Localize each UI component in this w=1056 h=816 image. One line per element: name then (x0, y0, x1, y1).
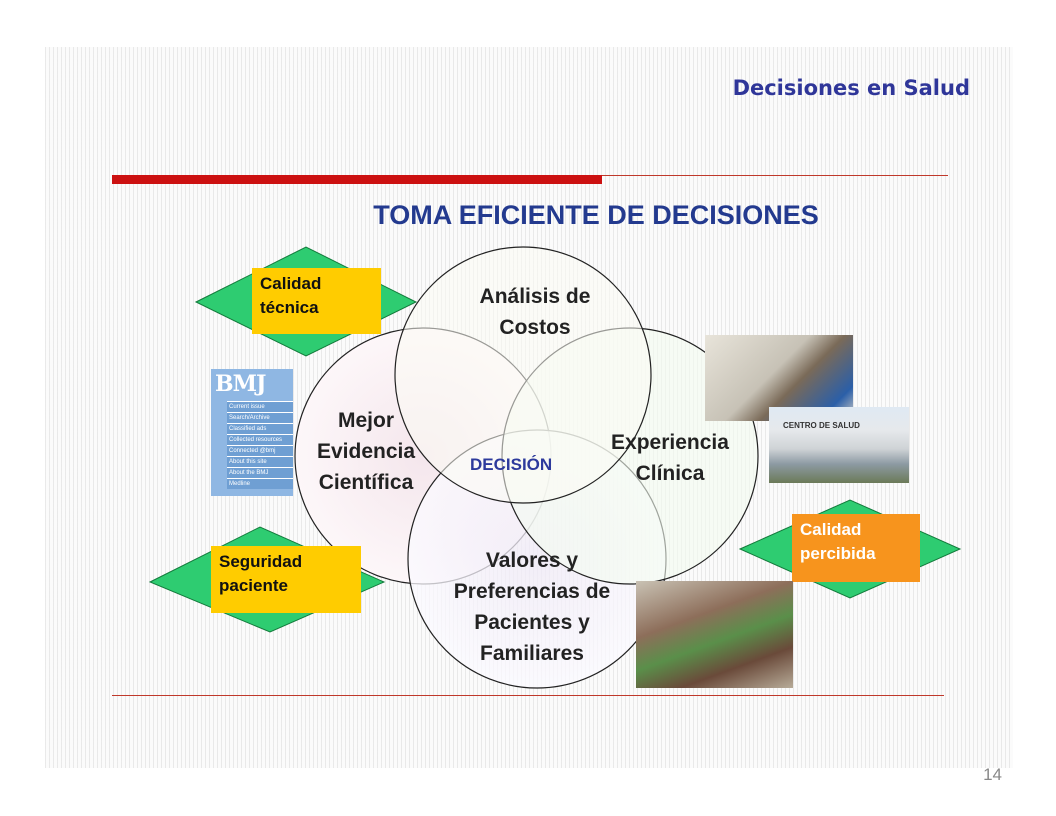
circle-costos (394, 246, 652, 504)
bmj-menu-item: Classified ads (227, 423, 293, 434)
bmj-menu-item: About the BMJ (227, 467, 293, 478)
bmj-menu-item: Medline (227, 478, 293, 489)
bmj-menu: Current issue Search/Archive Classified … (227, 401, 293, 489)
bmj-menu-item: Connected @bmj (227, 445, 293, 456)
photo-doctor-examining-patient (705, 335, 853, 421)
bmj-website-thumbnail: BMJ Current issue Search/Archive Classif… (211, 369, 293, 496)
health-center-sign: CENTRO DE SALUD (783, 421, 860, 430)
bmj-logo: BMJ (215, 371, 266, 397)
red-accent-bar (112, 175, 602, 184)
header-title: Decisiones en Salud (732, 76, 970, 100)
top-divider-line (602, 175, 948, 176)
bmj-menu-item: Current issue (227, 401, 293, 412)
page-number: 14 (983, 765, 1002, 784)
bmj-menu-item: Collected resources (227, 434, 293, 445)
main-title: TOMA EFICIENTE DE DECISIONES (373, 200, 819, 230)
center-decision-label: DECISIÓN (470, 455, 553, 474)
bottom-divider-line (112, 695, 944, 696)
bmj-menu-item: About this site (227, 456, 293, 467)
photo-health-center-building: CENTRO DE SALUD (769, 407, 909, 483)
photo-waiting-room-patients (636, 581, 793, 688)
bmj-menu-item: Search/Archive (227, 412, 293, 423)
